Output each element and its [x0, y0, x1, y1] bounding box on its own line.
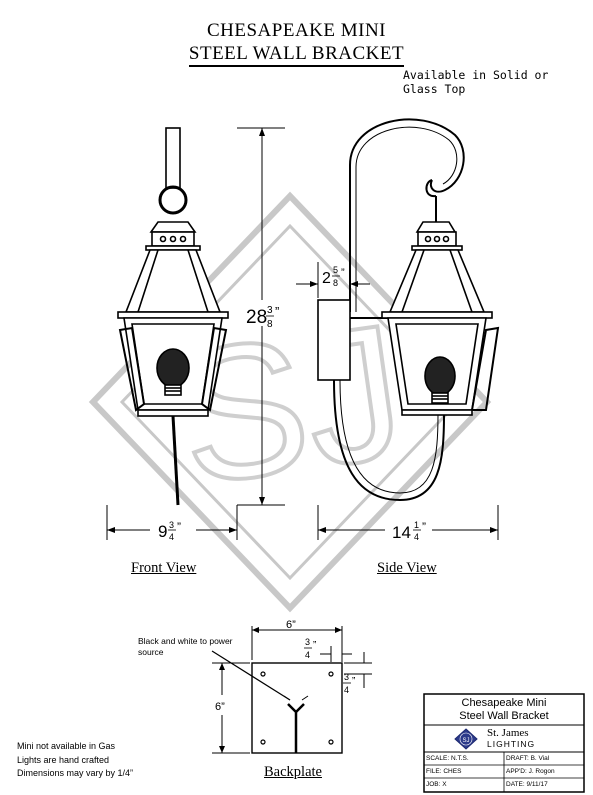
- footnotes: Mini not available in Gas Lights are han…: [17, 740, 133, 781]
- tb-row-date: DATE: 9/11/17: [506, 781, 584, 788]
- backplate-inset-dimensions: 3 4 ” 3 4 ”: [304, 637, 372, 695]
- title-block-name: Chesapeake Mini Steel Wall Bracket: [424, 697, 584, 723]
- title-block-name-line2: Steel Wall Bracket: [459, 710, 549, 722]
- bracket-dim-num: 5: [333, 265, 338, 275]
- tb-date-label: DATE:: [506, 781, 525, 788]
- tb-row-job: JOB: X: [426, 781, 504, 788]
- inset-side-num: 3: [344, 672, 349, 682]
- backplate-height-text: 6”: [215, 701, 225, 713]
- tb-scale-label: SCALE:: [426, 755, 450, 762]
- title-block-company: St. James LIGHTING: [487, 728, 577, 750]
- depth-dim-num: 1: [414, 520, 419, 530]
- bracket-dim-den: 8: [333, 278, 338, 288]
- svg-text:”: ”: [177, 520, 181, 534]
- footnote-item: Mini not available in Gas: [17, 741, 116, 751]
- depth-dim-whole: 14: [392, 523, 411, 542]
- svg-text:”: ”: [313, 640, 316, 651]
- front-width-num: 3: [169, 520, 174, 530]
- front-width-dimension: 9 3 4 ”: [106, 505, 238, 542]
- drawing-title-line1: CHESAPEAKE MINI: [206, 20, 387, 41]
- inset-side-den: 4: [344, 685, 349, 695]
- footnote-item: Dimensions may vary by 1/4”: [17, 768, 134, 778]
- drawing-title-line2: STEEL WALL BRACKET: [0, 43, 593, 67]
- tb-row-appd: APP'D: J. Rogon: [506, 768, 584, 775]
- side-view-label: Side View: [377, 560, 437, 576]
- side-view-bulb: [424, 356, 456, 404]
- company-subtitle: LIGHTING: [487, 739, 536, 749]
- backplate-drawing: [211, 650, 343, 754]
- tb-appd-label: APP'D:: [506, 768, 527, 775]
- title-block: SJ: [423, 693, 585, 793]
- tb-draft-value: B. Vial: [530, 755, 550, 762]
- front-width-den: 4: [169, 532, 174, 542]
- front-view-label: Front View: [131, 560, 197, 576]
- front-height-dimension: 28 3 8 ”: [237, 127, 285, 506]
- tb-job-label: JOB:: [426, 781, 441, 788]
- front-view-bulb: [156, 348, 190, 396]
- front-height-num: 3: [267, 305, 273, 316]
- tb-row-draft: DRAFT: B. Vial: [506, 755, 584, 762]
- side-view-lantern: [317, 118, 500, 502]
- tb-date-value: 9/11/17: [526, 781, 548, 788]
- footnote-item: Lights are hand crafted: [17, 754, 110, 765]
- svg-text:”: ”: [341, 267, 345, 279]
- side-depth-dimension: 14 1 4 ”: [317, 505, 499, 542]
- tb-job-value: X: [442, 781, 447, 788]
- backplate-width-text: 6”: [286, 619, 296, 631]
- backplate-height-dimension: 6”: [212, 662, 250, 754]
- inset-top-den: 4: [305, 650, 310, 660]
- svg-text:”: ”: [352, 676, 355, 687]
- side-bracket-dimension: 2 5 8 ”: [296, 262, 370, 298]
- front-height-whole: 28: [246, 307, 267, 328]
- availability-note: Available in Solid or Glass Top: [403, 68, 549, 96]
- tb-draft-label: DRAFT:: [506, 755, 529, 762]
- front-height-den: 8: [267, 319, 273, 330]
- wire-note: Black and white to power source: [138, 636, 233, 657]
- tb-file-label: FILE:: [426, 768, 442, 775]
- svg-text:”: ”: [422, 520, 426, 534]
- front-view-lantern: [117, 127, 229, 506]
- backplate-label: Backplate: [264, 764, 322, 780]
- title-block-name-line1: Chesapeake Mini: [461, 697, 547, 709]
- front-width-whole: 9: [158, 522, 167, 541]
- tb-file-value: CHES: [443, 768, 462, 775]
- company-name: St. James: [487, 727, 529, 739]
- tb-row-scale: SCALE: N.T.S.: [426, 755, 504, 762]
- company-logo-icon: SJ: [454, 728, 478, 750]
- inset-top-num: 3: [305, 637, 310, 647]
- depth-dim-den: 4: [414, 532, 419, 542]
- tb-appd-value: J. Rogon: [528, 768, 555, 775]
- tb-scale-value: N.T.S.: [450, 755, 469, 762]
- logo-text: SJ: [462, 738, 469, 744]
- svg-text:”: ”: [275, 304, 279, 319]
- bracket-dim-whole: 2: [322, 270, 331, 287]
- tb-row-file: FILE: CHES: [426, 768, 504, 775]
- drawing-title-line2-text: STEEL WALL BRACKET: [188, 43, 405, 67]
